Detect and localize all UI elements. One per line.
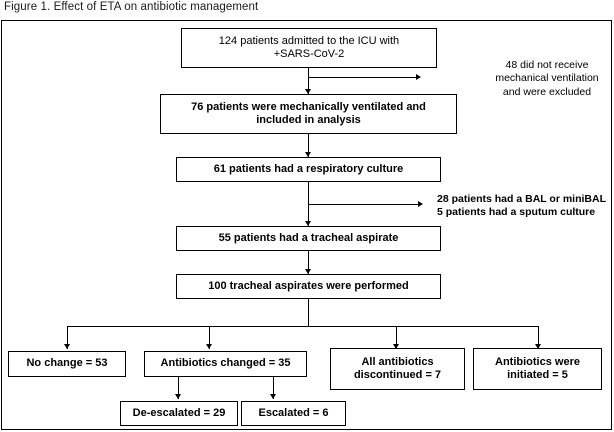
side-note-excluded-line2: mechanical ventilation (495, 72, 599, 85)
node-antibiotics-changed: Antibiotics changed = 35 (144, 351, 307, 377)
side-note-other-cultures-line2: 5 patients had a sputum culture (437, 206, 596, 219)
node-escalated: Escalated = 6 (241, 401, 346, 426)
distribution-bus (67, 326, 538, 327)
node-ventilated-line2: included in analysis (256, 114, 361, 126)
node-escalated-line1: Escalated = 6 (258, 406, 329, 419)
arrowhead-antibiotics-changed (205, 344, 212, 349)
node-all-discontinued: All antibiotics discontinued = 7 (330, 348, 465, 390)
connector-bus-to-antibiotics-changed (209, 326, 210, 349)
connector-changed-to-de-escalated (178, 377, 179, 399)
arrowhead-performed (304, 269, 311, 274)
arrowhead-ventilated (304, 89, 311, 94)
node-tracheal-aspirate: 55 patients had a tracheal aspirate (176, 226, 441, 251)
arrowhead-all-discontinued (392, 344, 399, 349)
arrowhead-other-cultures-note (418, 200, 423, 207)
connector-bus-to-no-change (67, 326, 68, 349)
connector-to-other-cultures-note (308, 204, 420, 205)
side-note-other-cultures: 28 patients had a BAL or miniBAL 5 patie… (437, 193, 613, 220)
node-no-change-line1: No change = 53 (26, 357, 108, 370)
connector-admitted-to-ventilated (308, 68, 309, 94)
figure-caption: Figure 1. Effect of ETA on antibiotic ma… (4, 1, 259, 13)
connector-bus-to-antibiotics-initiated (538, 326, 539, 349)
connector-trachaspirate-to-performed (308, 251, 309, 275)
node-admitted: 124 patients admitted to the ICU with +S… (181, 28, 437, 68)
node-no-change: No change = 53 (8, 351, 126, 377)
node-all-discontinued-line1: All antibiotics (361, 355, 434, 368)
node-admitted-line1: 124 patients admitted to the ICU with (218, 34, 400, 47)
arrowhead-excluded-note (416, 73, 421, 80)
node-ventilated-line1: 76 patients were mechanically ventilated… (191, 100, 426, 113)
node-respiratory-culture: 61 patients had a respiratory culture (176, 157, 441, 182)
node-tracheal-aspirate-line1: 55 patients had a tracheal aspirate (218, 231, 399, 244)
connector-ventilated-to-respculture (308, 134, 309, 158)
node-admitted-line2: +SARS-CoV-2 (273, 48, 345, 60)
node-de-escalated: De-escalated = 29 (120, 401, 238, 426)
connector-to-excluded-note (308, 77, 418, 78)
node-antibiotics-initiated-line2: initiated = 5 (507, 369, 568, 381)
connector-bus-to-all-discontinued (396, 326, 397, 349)
side-note-excluded: 48 did not receive mechanical ventilatio… (482, 59, 612, 99)
arrowhead-no-change (63, 344, 70, 349)
node-antibiotics-initiated: Antibiotics were initiated = 5 (473, 348, 602, 390)
node-ventilated: 76 patients were mechanically ventilated… (160, 94, 457, 134)
arrowhead-escalated (269, 394, 276, 399)
side-note-excluded-line3: and were excluded (502, 85, 592, 98)
connector-changed-to-escalated (273, 377, 274, 399)
node-de-escalated-line1: De-escalated = 29 (132, 406, 226, 419)
node-all-discontinued-line2: discontinued = 7 (353, 369, 442, 381)
connector-performed-to-bus (308, 299, 309, 326)
node-respiratory-culture-line1: 61 patients had a respiratory culture (213, 162, 404, 175)
node-antibiotics-changed-line1: Antibiotics changed = 35 (160, 357, 291, 370)
arrowhead-de-escalated (174, 394, 181, 399)
side-note-other-cultures-line1: 28 patients had a BAL or miniBAL (437, 193, 606, 205)
node-antibiotics-initiated-line1: Antibiotics were (495, 355, 580, 368)
node-aspirates-performed-line1: 100 tracheal aspirates were performed (208, 279, 409, 292)
arrowhead-respculture (304, 152, 311, 157)
arrowhead-antibiotics-initiated (534, 344, 541, 349)
side-note-excluded-line1: 48 did not receive (505, 59, 589, 71)
node-aspirates-performed: 100 tracheal aspirates were performed (176, 274, 441, 299)
figure-frame (1, 20, 612, 430)
arrowhead-trachaspirate (304, 221, 311, 226)
